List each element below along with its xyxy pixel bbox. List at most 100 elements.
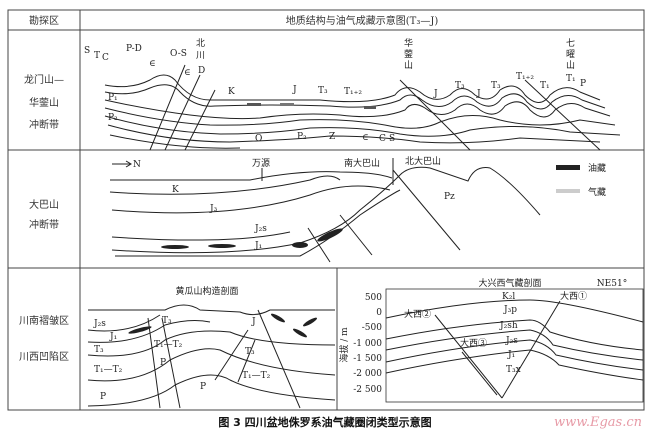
y-tick: 0 (376, 308, 382, 318)
layer-label: J₁ (507, 350, 515, 360)
strata-labels: S T C P-D ∈ O-S ∈ D P₁ P₂ K J T₃ T₁₊₂ O … (84, 44, 586, 144)
gas-pool (280, 103, 294, 106)
stratum-label: S (389, 134, 395, 144)
place-south-dabashan: 南大巴山 (344, 157, 380, 169)
oil-pool (292, 242, 308, 248)
layer-label: J₂sh (499, 321, 518, 331)
stratum-label: J (476, 89, 481, 99)
stratum-label: P (100, 392, 106, 402)
y-tick: -2 500 (353, 385, 382, 395)
oil-pool (161, 245, 189, 249)
place-qiyaoshan: 山 (566, 60, 575, 71)
stratum-label: C (102, 53, 109, 63)
stratum-label: T₃ (162, 316, 172, 326)
stratum-label: P₂ (297, 132, 307, 142)
stratum-label: T₃ (491, 81, 501, 91)
place-wanyuan: 万源 (252, 158, 270, 169)
table-grid (7, 9, 645, 411)
stratum-label: Z (329, 132, 335, 142)
y-tick: 500 (365, 293, 382, 303)
stratum-label: T₁ (540, 81, 550, 91)
stratum-label: T₁₊₂ (344, 87, 362, 97)
stratum-label: T₃ (245, 347, 255, 357)
zone-label: 川西凹陷区 (19, 350, 69, 363)
zone-label: 华蓥山 (29, 96, 59, 109)
zone-label: 大巴山 (29, 198, 59, 211)
stratum-label: Pz (444, 192, 455, 202)
stratum-label: P (580, 79, 586, 89)
stratum-label: T₁ (566, 74, 576, 84)
stratum-label: J (251, 317, 256, 327)
legend-gas-label: 气藏 (588, 186, 606, 198)
place-north-dabashan: 北大巴山 (405, 155, 441, 167)
well-label: 大西① (560, 290, 587, 302)
section-longmenshan: S T C P-D ∈ O-S ∈ D P₁ P₂ K J T₃ T₁₊₂ O … (84, 37, 621, 151)
legend-oil-label: 油藏 (588, 162, 606, 174)
oil-pool (271, 313, 285, 323)
stratum-label: J₂s (93, 319, 106, 329)
oil-pool (208, 244, 236, 248)
layer-label: T₃x (506, 365, 521, 375)
header-col2: 地质结构与油气成藏示意图(T₃—J) (286, 14, 439, 27)
watermark: www.Egas.cn (554, 415, 642, 430)
stratum-label: J₁ (254, 241, 262, 251)
place-huayingshan: 蓥 (404, 48, 413, 60)
y-tick: -1 500 (353, 354, 382, 364)
y-tick: -500 (362, 323, 382, 333)
layer-label: J₂s (505, 336, 518, 346)
place-labels: 北 川 华 蓥 山 七 曜 山 (196, 37, 575, 71)
oil-pool (247, 103, 261, 106)
stratum-label: O-S (170, 49, 187, 59)
place-beichuan: 川 (196, 51, 205, 61)
layer-label: J₃p (503, 305, 517, 315)
stratum-label: P (200, 382, 206, 392)
stratum-label: J (292, 85, 297, 95)
stratum-label: ∈ (184, 68, 191, 78)
place-beichuan: 北 (196, 38, 205, 49)
north-label: N (133, 160, 141, 170)
section-title: 黄瓜山构造剖面 (175, 285, 238, 297)
section-dabashan: 油藏 气藏 N 万源 南大巴山 北大巴山 K J₃ J₂s J₁ Pz (109, 155, 606, 263)
zone-label: 冲断带 (29, 218, 59, 231)
section-daxingxi: 大兴西气藏剖面 NE51° 海拔 / m 500 0 -500 -1 000 -… (338, 277, 644, 403)
place-qiyaoshan: 七 (566, 38, 575, 49)
well-label: 大西③ (460, 337, 487, 349)
orientation-label: NE51° (597, 279, 627, 289)
zone-label: 川南褶皱区 (19, 314, 69, 327)
stratum-label: J₁ (109, 332, 117, 342)
oil-pool (128, 326, 152, 334)
section-title: 大兴西气藏剖面 (478, 277, 541, 289)
place-qiyaoshan: 曜 (566, 49, 575, 60)
place-huayingshan: 山 (404, 60, 413, 71)
y-ticks: 500 0 -500 -1 000 -1 500 -2 000 -2 500 (353, 293, 382, 395)
plot-frame (385, 288, 644, 403)
y-tick: -2 000 (353, 369, 382, 379)
place-huayingshan: 华 (404, 37, 413, 49)
stratum-label: T₁—T₂ (242, 371, 271, 381)
stratum-label: T₁₊₂ (516, 72, 534, 82)
stratum-label: J (433, 89, 438, 99)
legend-oil-swatch (556, 165, 580, 170)
stratum-label: ∈ (362, 133, 369, 143)
stratum-label: J₂s (254, 224, 267, 234)
y-axis-label: 海拔 / m (338, 327, 350, 363)
stratum-label: P (160, 358, 166, 368)
stratum-label: P₂ (108, 113, 118, 123)
y-tick: -1 000 (353, 339, 382, 349)
stratum-label: T₃ (94, 345, 104, 355)
figure-caption: 图 3 四川盆地侏罗系油气藏圈闭类型示意图 (218, 415, 431, 429)
stratum-label: K (228, 87, 235, 97)
stratum-label: ∈ (149, 59, 156, 69)
stratum-label: S (84, 46, 90, 56)
section-huangguashan: 黄瓜山构造剖面 J₂s J₁ T₃ T₁—T₂ P T₃ T₁—T₂ P P J… (87, 285, 336, 409)
stratum-label: T₃ (455, 81, 465, 91)
stratum-label: P₁ (108, 93, 118, 103)
stratum-label: T₁—T₂ (94, 365, 123, 375)
stratum-label: J₃ (209, 204, 218, 214)
stratum-label: C (379, 134, 386, 144)
stratum-label: D (198, 66, 205, 76)
stratum-label: K (172, 185, 179, 195)
legend-gas-swatch (556, 189, 580, 193)
header-col1: 勘探区 (29, 14, 59, 27)
oil-pool (293, 328, 307, 338)
